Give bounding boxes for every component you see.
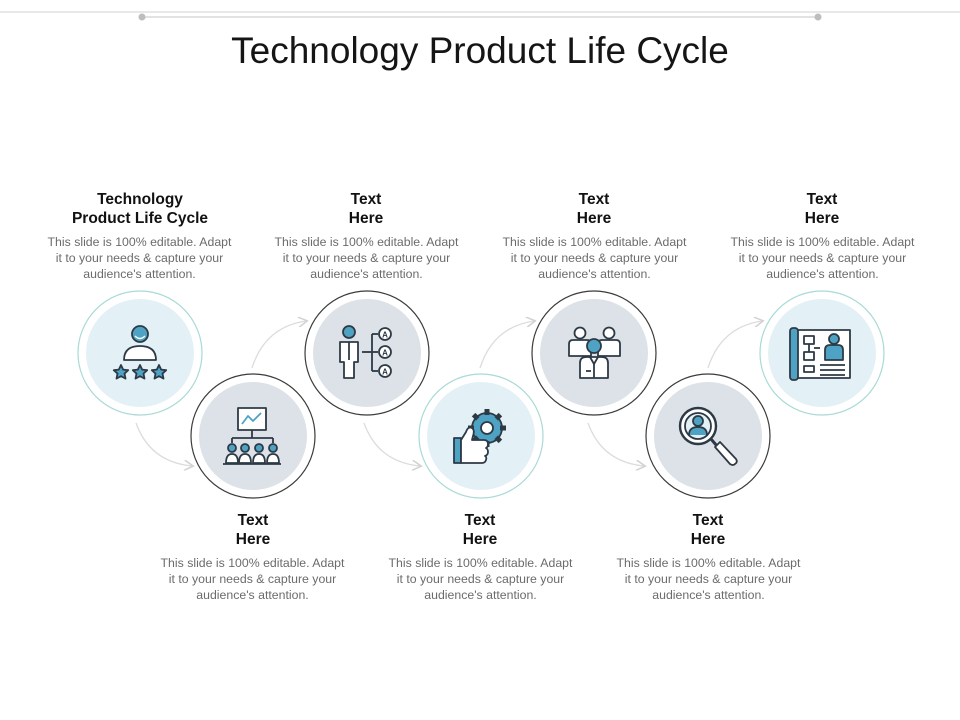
step-1-heading-line-2: Product Life Cycle xyxy=(71,210,209,227)
step-7-description: This slide is 100% editable. Adapt it to… xyxy=(715,234,930,282)
step-5-desc-line-1: This slide is 100% editable. Adapt xyxy=(502,235,687,249)
step-6-desc-line-3: audience's attention. xyxy=(652,588,765,602)
step-3-desc-line-3: audience's attention. xyxy=(310,267,423,281)
step-2-heading-line-2: Here xyxy=(235,531,271,548)
person-rating-icon xyxy=(112,325,168,380)
step-2-heading: Text Here xyxy=(143,511,363,549)
step-6-desc-line-1: This slide is 100% editable. Adapt xyxy=(616,556,801,570)
connector-1-2 xyxy=(135,422,192,466)
svg-text:A: A xyxy=(382,368,388,377)
step-6-desc-line-2: it to your needs & capture your xyxy=(624,572,793,586)
step-5-description: This slide is 100% editable. Adapt it to… xyxy=(487,234,702,282)
step-3-heading: Text Here xyxy=(256,190,476,228)
step-2-description: This slide is 100% editable. Adapt it to… xyxy=(145,555,360,603)
team-leader-icon xyxy=(568,326,621,379)
step-4-desc-line-3: audience's attention. xyxy=(424,588,537,602)
connector-3-4 xyxy=(363,422,420,466)
gear-thumbs-up-icon xyxy=(453,409,506,464)
step-4-description: This slide is 100% editable. Adapt it to… xyxy=(373,555,588,603)
step-1-desc-line-2: it to your needs & capture your xyxy=(55,251,224,265)
step-5-heading-line-2: Here xyxy=(576,210,612,227)
presentation-team-icon xyxy=(223,407,281,465)
connectors xyxy=(135,321,762,466)
step-2-heading-line-1: Text xyxy=(237,512,269,529)
step-1-desc-line-1: This slide is 100% editable. Adapt xyxy=(47,235,232,249)
connector-6-7 xyxy=(707,321,762,369)
top-decorative-rule xyxy=(0,11,960,21)
step-node-3 xyxy=(304,290,430,416)
step-4-desc-line-1: This slide is 100% editable. Adapt xyxy=(388,556,573,570)
connector-2-3 xyxy=(251,321,306,369)
org-chart-board-icon xyxy=(789,327,851,381)
step-4-heading-line-1: Text xyxy=(464,512,496,529)
step-3-desc-line-1: This slide is 100% editable. Adapt xyxy=(274,235,459,249)
person-options-icon: A A A xyxy=(339,325,392,379)
step-1-heading-line-1: Technology xyxy=(97,191,183,208)
step-7-desc-line-3: audience's attention. xyxy=(766,267,879,281)
step-2-desc-line-2: it to your needs & capture your xyxy=(168,572,337,586)
step-4-heading: Text Here xyxy=(370,511,590,549)
step-7-desc-line-1: This slide is 100% editable. Adapt xyxy=(730,235,915,249)
step-1-heading: Technology Product Life Cycle xyxy=(30,190,250,228)
step-2-desc-line-3: audience's attention. xyxy=(196,588,309,602)
magnifier-user-icon xyxy=(678,406,738,466)
step-5-desc-line-2: it to your needs & capture your xyxy=(510,251,679,265)
step-5-heading-line-1: Text xyxy=(578,191,610,208)
step-3-heading-line-2: Here xyxy=(348,210,384,227)
svg-text:A: A xyxy=(382,349,388,358)
step-3-desc-line-2: it to your needs & capture your xyxy=(282,251,451,265)
step-6-description: This slide is 100% editable. Adapt it to… xyxy=(601,555,816,603)
step-4-heading-line-2: Here xyxy=(462,531,498,548)
step-1-desc-line-3: audience's attention. xyxy=(83,267,196,281)
step-4-desc-line-2: it to your needs & capture your xyxy=(396,572,565,586)
step-7-heading: Text Here xyxy=(712,190,932,228)
step-3-description: This slide is 100% editable. Adapt it to… xyxy=(259,234,474,282)
step-3-heading-line-1: Text xyxy=(350,191,382,208)
connector-4-5 xyxy=(479,321,534,369)
step-6-heading: Text Here xyxy=(598,511,818,549)
connector-5-6 xyxy=(587,422,644,466)
step-7-desc-line-2: it to your needs & capture your xyxy=(738,251,907,265)
step-5-desc-line-3: audience's attention. xyxy=(538,267,651,281)
step-7-heading-line-2: Here xyxy=(804,210,840,227)
step-2-desc-line-1: This slide is 100% editable. Adapt xyxy=(160,556,345,570)
step-5-heading: Text Here xyxy=(484,190,704,228)
step-6-heading-line-1: Text xyxy=(692,512,724,529)
step-1-description: This slide is 100% editable. Adapt it to… xyxy=(32,234,247,282)
step-6-heading-line-2: Here xyxy=(690,531,726,548)
page-title: Technology Product Life Cycle xyxy=(231,30,729,71)
step-node-2 xyxy=(190,373,316,499)
svg-text:A: A xyxy=(382,331,388,340)
step-7-heading-line-1: Text xyxy=(806,191,838,208)
